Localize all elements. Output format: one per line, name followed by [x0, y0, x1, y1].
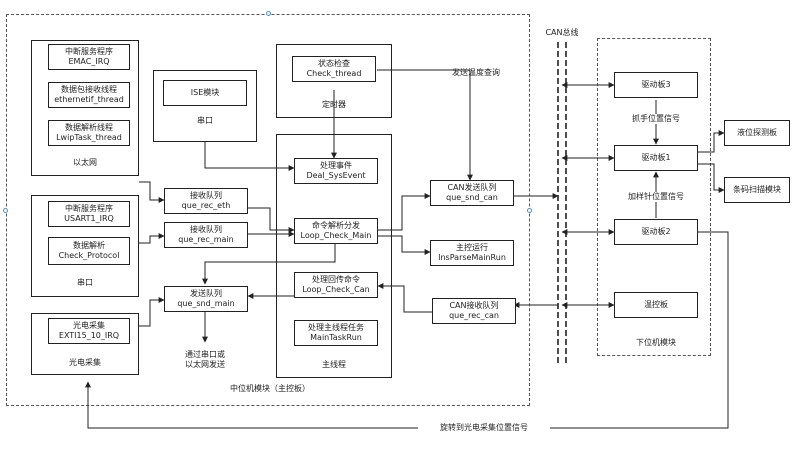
que-rec-main-func: que_rec_main [178, 235, 234, 244]
que-snd-main-func: que_snd_main [177, 299, 235, 308]
que-rec-can-title: CAN接收队列 [449, 301, 499, 310]
que-snd-can-box: CAN发送队列 que_snd_can [430, 180, 514, 206]
main-task-box: 处理主线程任务 MainTaskRun [294, 320, 378, 346]
exti-irq-box: 光电采集 EXTI15_10_IRQ [48, 318, 130, 344]
loop-check-can-title: 处理回传命令 [312, 275, 360, 284]
rotate-signal-label: 旋转到光电采集位置信号 [418, 423, 550, 433]
que-rec-can-func: que_rec_can [449, 311, 499, 320]
driver1-text: 驱动板1 [641, 153, 671, 162]
parse-thread-func: LwipTask_thread [56, 133, 122, 142]
selection-handle-left[interactable] [3, 208, 8, 213]
emac-irq-title: 中断服务程序 [65, 47, 113, 56]
temp-query-label: 发送温度查询 [452, 68, 500, 77]
que-snd-main-box: 发送队列 que_snd_main [164, 286, 248, 312]
ins-parse-func: InsParseMainRun [438, 253, 506, 262]
que-rec-main-box: 接收队列 que_rec_main [164, 222, 248, 248]
ethernet-label: 以太网 [73, 158, 97, 167]
que-snd-main-title: 发送队列 [190, 289, 222, 298]
loop-check-can-func: Loop_Check_Can [302, 285, 370, 294]
needle-signal-label: 加样针位置信号 [616, 192, 696, 202]
send-note-line1: 通过串口或 [185, 350, 225, 359]
recv-thread-func: ethernetif_thread [54, 95, 124, 104]
temp-board-box: 温控板 [614, 292, 698, 318]
que-snd-can-title: CAN发送队列 [447, 183, 497, 192]
timer-label: 定时器 [322, 100, 346, 109]
que-rec-eth-func: que_rec_eth [181, 201, 231, 210]
que-snd-can-func: que_snd_can [446, 193, 498, 202]
driver2-box: 驱动板2 [614, 219, 698, 245]
main-thread-label: 主线程 [322, 360, 346, 369]
send-note-line2: 以太网发送 [185, 360, 225, 369]
ise-module-box: ISE模块 [163, 80, 247, 106]
usart-irq-box: 中断服务程序 USART1_IRQ [48, 201, 130, 227]
loop-check-main-func: Loop_Check_Main [300, 231, 372, 240]
recv-thread-box: 数据包接收线程 ethernetif_thread [48, 82, 130, 108]
usart-irq-func: USART1_IRQ [64, 214, 114, 223]
check-protocol-func: Check_Protocol [58, 251, 120, 260]
liquid-board-text: 液位探测板 [737, 128, 777, 137]
que-rec-can-box: CAN接收队列 que_rec_can [432, 298, 516, 324]
gripper-signal-label: 抓手位置信号 [620, 114, 692, 124]
selection-handle-top[interactable] [266, 11, 271, 16]
check-thread-box: 状态检查 Check_thread [292, 56, 376, 82]
driver3-text: 驱动板3 [641, 80, 671, 89]
lower-module-title: 下位机模块 [636, 338, 676, 347]
driver2-text: 驱动板2 [641, 227, 671, 236]
main-task-func: MainTaskRun [310, 333, 362, 342]
exti-irq-func: EXTI15_10_IRQ [58, 331, 120, 340]
que-rec-eth-title: 接收队列 [190, 191, 222, 200]
serial-label: 串口 [77, 278, 93, 287]
ins-parse-title: 主控运行 [456, 243, 488, 252]
liquid-board-box: 液位探测板 [724, 120, 790, 146]
send-note: 通过串口或 以太网发送 [160, 350, 250, 370]
deal-sysevent-title: 处理事件 [320, 161, 352, 170]
loop-check-main-title: 命令解析分发 [312, 221, 360, 230]
barcode-text: 条码扫描模块 [733, 185, 781, 194]
exti-irq-title: 光电采集 [73, 321, 105, 330]
deal-sysevent-func: Deal_SysEvent [306, 171, 366, 180]
loop-check-main-box: 命令解析分发 Loop_Check_Main [294, 218, 378, 244]
check-protocol-title: 数据解析 [73, 241, 105, 250]
usart-irq-title: 中断服务程序 [65, 204, 113, 213]
emac-irq-func: EMAC_IRQ [68, 57, 110, 66]
check-protocol-box: 数据解析 Check_Protocol [48, 237, 130, 265]
check-thread-func: Check_thread [306, 69, 362, 78]
que-rec-eth-box: 接收队列 que_rec_eth [164, 188, 248, 214]
driver1-box: 驱动板1 [614, 145, 698, 171]
recv-thread-title: 数据包接收线程 [61, 85, 117, 94]
driver3-box: 驱动板3 [614, 72, 698, 98]
host-module-title: 中位机模块（主控板） [230, 384, 310, 393]
loop-check-can-box: 处理回传命令 Loop_Check_Can [294, 272, 378, 298]
can-bus-label: CAN总线 [545, 28, 579, 37]
ise-module-text: ISE模块 [190, 88, 220, 97]
ins-parse-box: 主控运行 InsParseMainRun [430, 240, 514, 266]
parse-thread-box: 数据解析线程 LwipTask_thread [48, 120, 130, 146]
serial-ise-label: 串口 [197, 116, 213, 125]
temp-board-text: 温控板 [644, 300, 668, 309]
que-rec-main-title: 接收队列 [190, 225, 222, 234]
deal-sysevent-box: 处理事件 Deal_SysEvent [294, 158, 378, 184]
emac-irq-box: 中断服务程序 EMAC_IRQ [48, 44, 130, 70]
lower-module-frame [597, 38, 711, 356]
check-thread-title: 状态检查 [318, 59, 350, 68]
main-task-title: 处理主线程任务 [308, 323, 364, 332]
photo-label: 光电采集 [69, 358, 101, 367]
parse-thread-title: 数据解析线程 [65, 123, 113, 132]
barcode-box: 条码扫描模块 [724, 177, 790, 203]
selection-handle-right[interactable] [527, 208, 532, 213]
